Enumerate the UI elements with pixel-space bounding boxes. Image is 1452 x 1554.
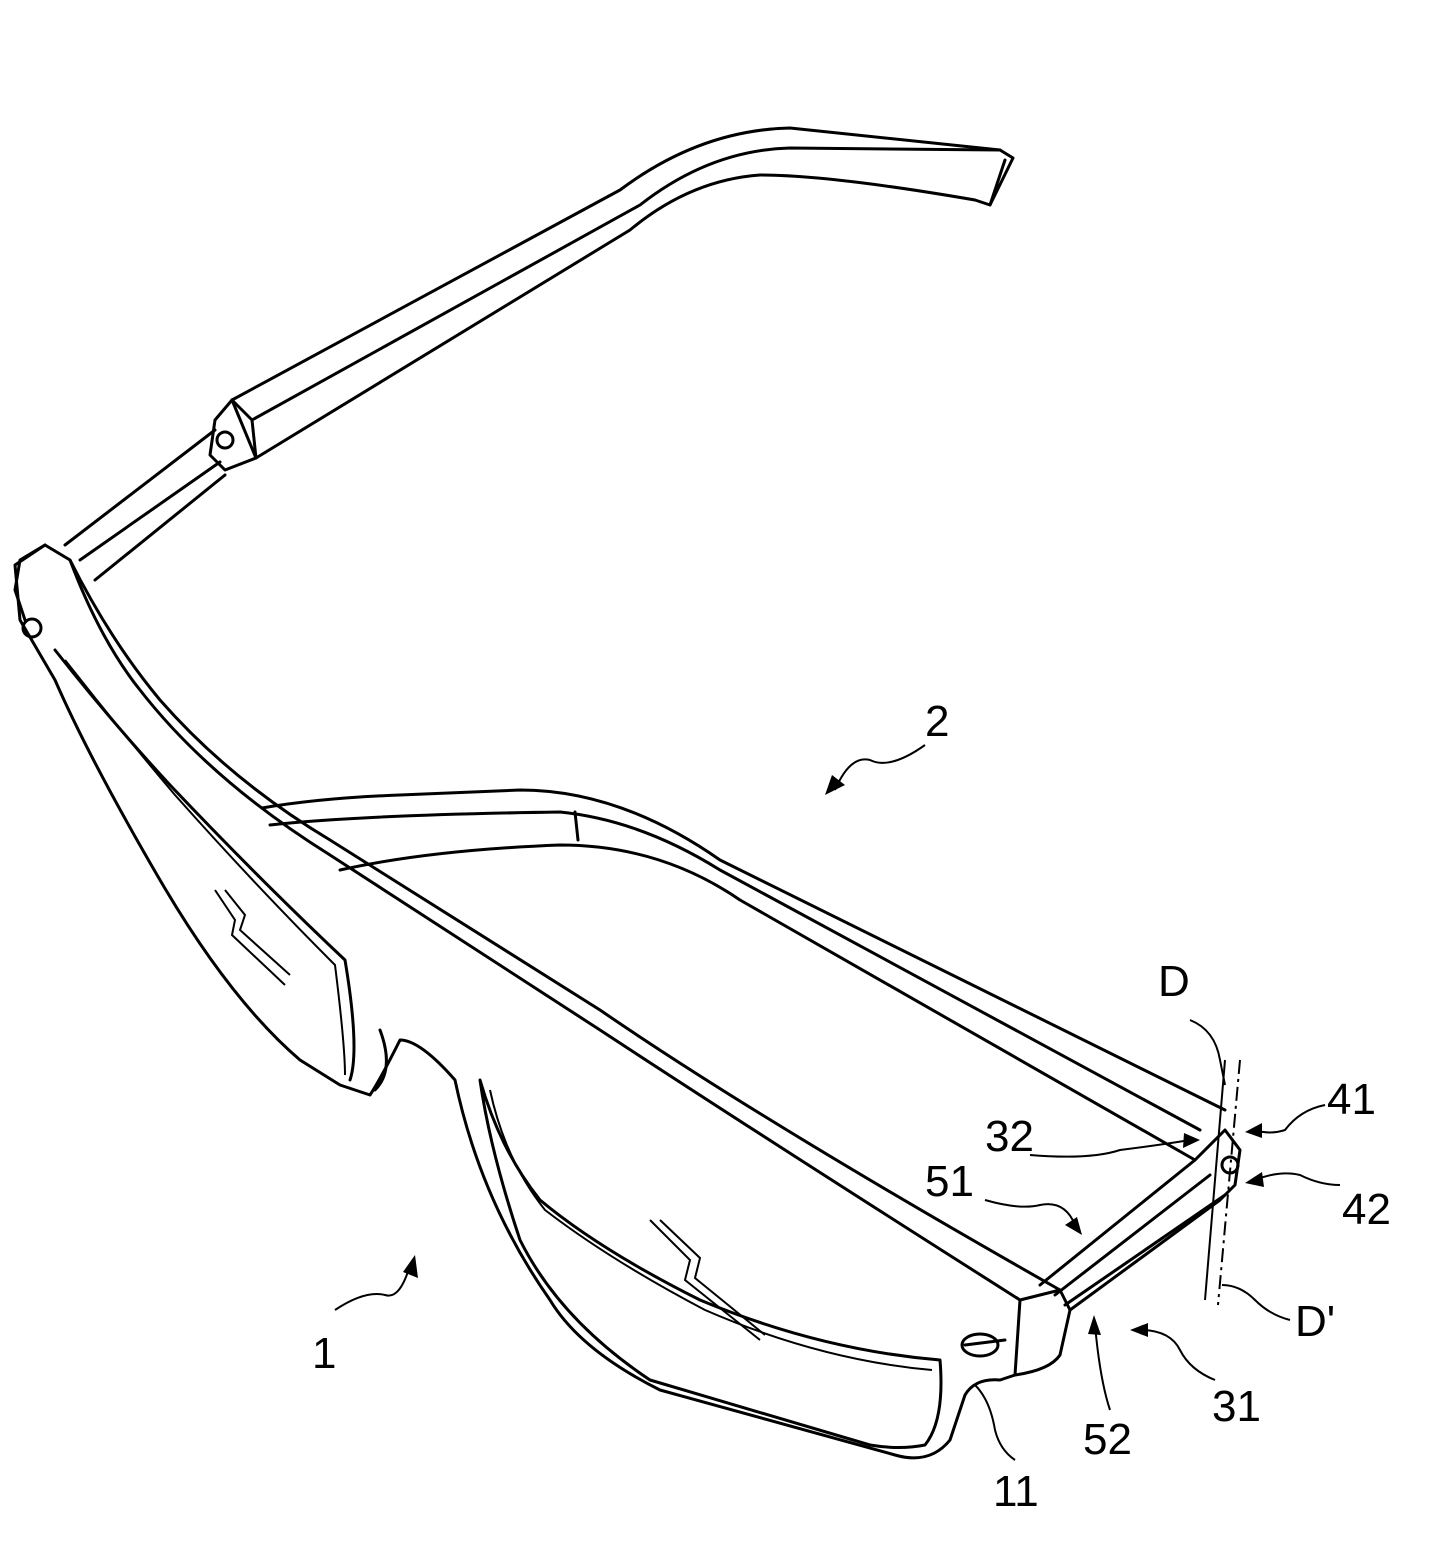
label-42: 42 xyxy=(1342,1185,1391,1234)
label-1: 1 xyxy=(312,1329,337,1378)
label-d: D xyxy=(1158,957,1190,1006)
label-2: 2 xyxy=(925,697,950,746)
label-51: 51 xyxy=(925,1157,974,1206)
axis-line-d xyxy=(1217,1059,1241,1306)
label-32: 32 xyxy=(985,1112,1034,1161)
label-11: 11 xyxy=(993,1467,1039,1516)
leader-lines xyxy=(334,744,1341,1461)
near-temple xyxy=(260,788,1242,1312)
label-d-prime: D' xyxy=(1295,1297,1336,1346)
far-temple xyxy=(63,126,1015,582)
label-31: 31 xyxy=(1212,1382,1261,1431)
front-frame xyxy=(13,543,1072,1460)
label-41: 41 xyxy=(1327,1075,1376,1124)
label-52: 52 xyxy=(1083,1415,1132,1464)
